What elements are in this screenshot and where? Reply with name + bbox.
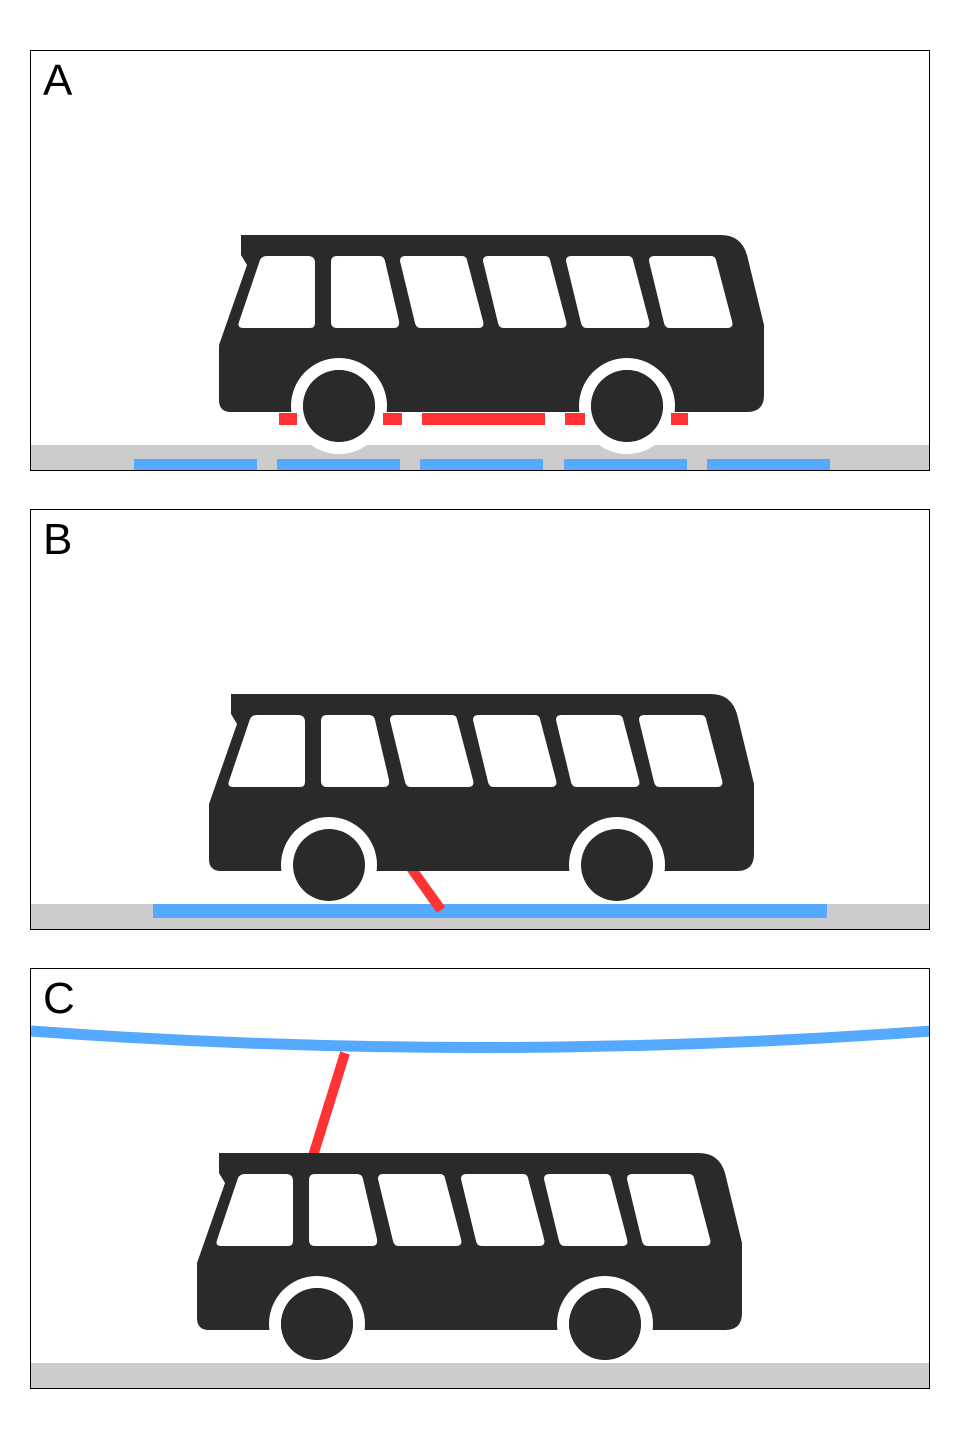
ground-segment xyxy=(277,459,400,470)
overhead-wire xyxy=(31,1025,929,1053)
ground-power-segments xyxy=(134,459,830,470)
ground-segment xyxy=(134,459,257,470)
panel-c-diagram xyxy=(31,1025,929,1388)
ground-segment xyxy=(564,459,687,470)
bus-icon xyxy=(209,694,754,913)
ground-segment xyxy=(420,459,543,470)
bus-icon xyxy=(197,1153,742,1372)
panel-a: A xyxy=(30,50,930,471)
trolley-pole xyxy=(307,1051,350,1161)
panel-label-b: B xyxy=(43,515,73,564)
panel-b: B xyxy=(30,509,930,930)
panel-label-c: C xyxy=(43,974,75,1023)
wheel xyxy=(293,829,365,901)
panel-a-diagram xyxy=(31,235,929,470)
wheel xyxy=(581,829,653,901)
panel-b-diagram xyxy=(31,694,929,929)
panel-label-a: A xyxy=(43,56,73,105)
panel-c: C xyxy=(30,968,930,1389)
ground-segment xyxy=(707,459,830,470)
collector-segment xyxy=(422,413,545,425)
